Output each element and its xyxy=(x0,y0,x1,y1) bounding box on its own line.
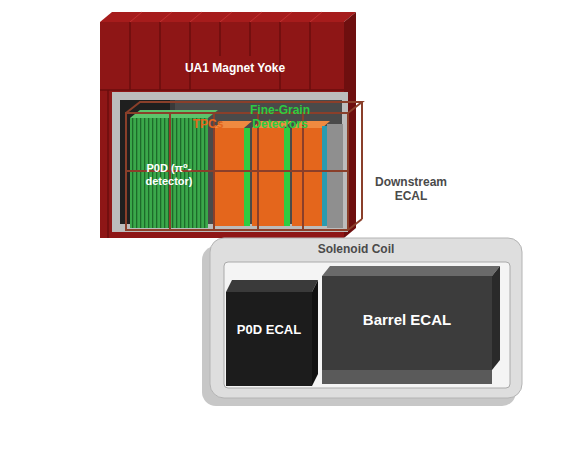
part-label: Fine-Grain Detectors xyxy=(240,104,320,132)
part-label: Downstream ECAL xyxy=(366,176,456,204)
box-text: Barrel ECAL xyxy=(363,311,451,328)
box-text: UA1 Magnet Yoke xyxy=(185,62,285,76)
part-label: TPCs xyxy=(178,118,238,132)
magnet-yoke xyxy=(100,12,356,238)
box-text: P0D ECAL xyxy=(237,323,301,338)
p0d-ecal-box: P0D ECAL xyxy=(228,300,310,360)
solenoid-coil xyxy=(202,238,522,406)
box-text: P0D (π⁰-detector) xyxy=(131,162,207,187)
magnet-yoke-box: UA1 Magnet Yoke xyxy=(175,58,295,80)
part-label: Solenoid Coil xyxy=(306,243,406,257)
barrel-ecal-box: Barrel ECAL xyxy=(324,285,490,355)
p0d-ecal-shape xyxy=(226,280,318,386)
barrel-ecal-shape xyxy=(322,266,500,384)
p0d-box: P0D (π⁰-detector) xyxy=(131,140,207,210)
inner-detector xyxy=(126,102,362,230)
